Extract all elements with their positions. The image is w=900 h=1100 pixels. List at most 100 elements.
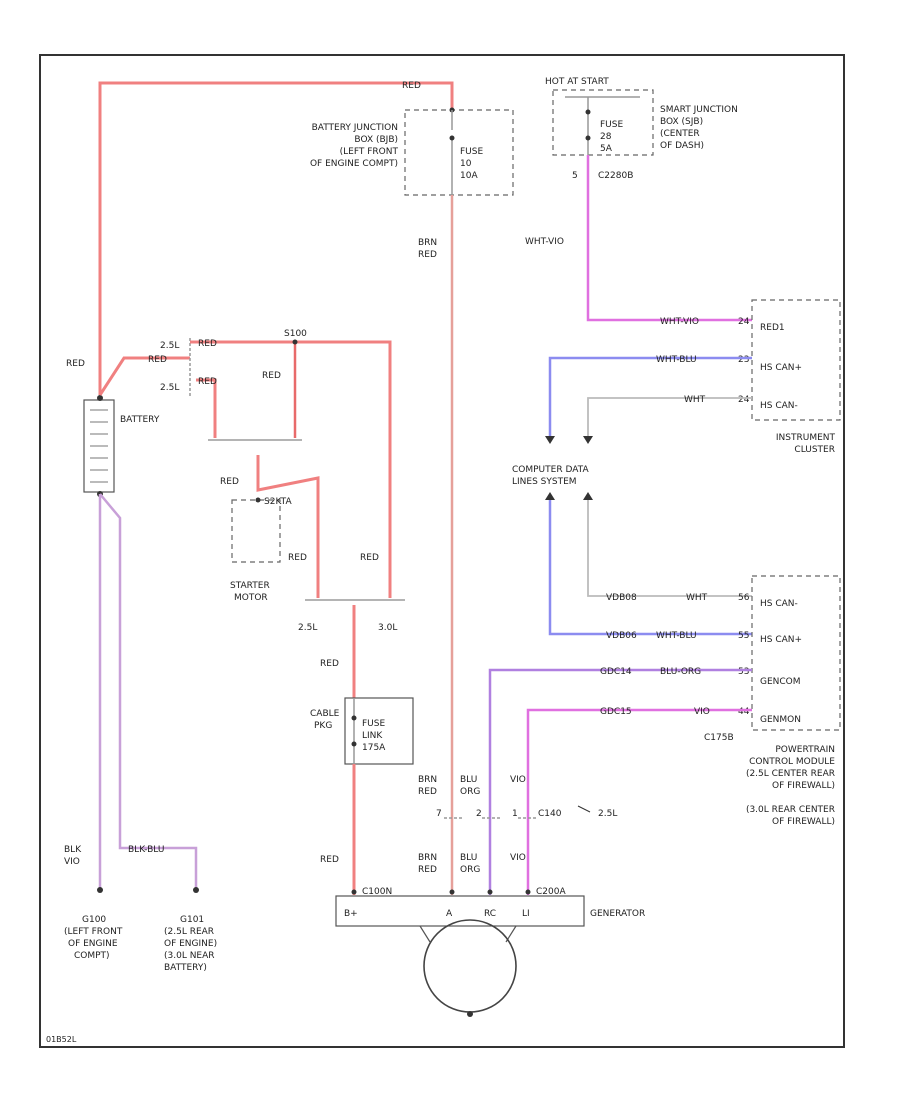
sjb-name-line-1: SMART JUNCTION xyxy=(660,105,738,115)
sjb-connector: C2280B xyxy=(598,171,633,181)
bjb-name-line-1: BATTERY JUNCTION xyxy=(312,123,398,133)
g100-line-3: OF ENGINE xyxy=(68,939,118,949)
g100-line-4: COMPT) xyxy=(74,951,110,961)
g100-ground-icon xyxy=(97,887,103,893)
c140-pin-1: 7 xyxy=(436,809,442,819)
cluster-name-line-2: CLUSTER xyxy=(794,445,835,455)
data-lines-arrow-icons-lower xyxy=(545,492,593,500)
pcm-wht-label: WHT xyxy=(686,593,708,603)
gencom-wire xyxy=(488,668,752,895)
pcm-circuit-1: VDB08 xyxy=(606,593,637,603)
pcm-pin-2: 55 xyxy=(738,631,749,641)
pcm-blu-org-label: BLU-ORG xyxy=(660,667,701,677)
starter-name-2: MOTOR xyxy=(234,593,268,603)
g101-line-3: OF ENGINE) xyxy=(164,939,217,949)
generator-symbol xyxy=(423,919,517,1013)
pcm-name-line-2: CONTROL MODULE xyxy=(749,757,835,767)
fuse-link-terminal-2 xyxy=(351,741,357,747)
g101-line-1: G101 xyxy=(180,915,204,925)
battery-to-starter-wire xyxy=(98,356,190,396)
pcm-name-line-1: POWERTRAIN xyxy=(775,745,835,755)
c140-pin-3: 1 xyxy=(512,809,518,819)
fuse-link-terminal-1 xyxy=(351,715,357,721)
pcm-circuit-3: GDC14 xyxy=(600,667,632,677)
cable-pkg-box xyxy=(344,697,414,765)
gen-connector-2: C200A xyxy=(536,887,566,897)
smart-junction-box xyxy=(552,89,654,156)
pcm-box xyxy=(751,575,841,731)
pcm-hs-can-plus-wire xyxy=(548,500,752,636)
c140-red-label: RED xyxy=(418,787,437,797)
sjb-terminal-bottom xyxy=(585,135,591,141)
generator-ground-dot xyxy=(467,1011,473,1017)
pcm-pin-1: 56 xyxy=(738,593,750,603)
wire-red-a: RED xyxy=(198,339,217,349)
gen-terminal-rc xyxy=(487,889,493,895)
c140-blu-label: BLU xyxy=(460,775,477,785)
wire-red-g: RED xyxy=(320,659,339,669)
red-to-starter-wire xyxy=(256,455,320,598)
pcm-pin-4: 44 xyxy=(738,707,750,717)
starter-terminal xyxy=(255,497,261,503)
fuse-link-line-3: 175A xyxy=(362,743,386,753)
cluster-pin-1: 24 xyxy=(738,317,750,327)
gen-blu-label: BLU xyxy=(460,853,477,863)
sjb-fuse-number: 28 xyxy=(600,132,612,142)
pcm-circuit-4: GDC15 xyxy=(600,707,632,717)
pcm-connector: C175B xyxy=(704,733,734,743)
engine-25l-label-1: 2.5L xyxy=(160,341,179,351)
g101-ground-icon xyxy=(193,887,199,893)
pcm-wht-blu-label: WHT-BLU xyxy=(656,631,697,641)
gen-vio-label: VIO xyxy=(510,853,526,863)
cluster-hs-can-plus-wire xyxy=(548,356,752,440)
generator-housing xyxy=(419,925,517,943)
gen-term-a: A xyxy=(446,909,453,919)
pcm-circuit-2: VDB06 xyxy=(606,631,637,641)
wire-red-f: RED xyxy=(360,553,379,563)
pcm-pin-name-4: GENMON xyxy=(760,715,801,725)
cluster-pin-name-2: HS CAN+ xyxy=(760,363,802,373)
genmon-wire xyxy=(526,708,752,895)
battery-positive-terminal xyxy=(97,395,103,401)
sjb-name-line-3: (CENTER xyxy=(660,129,700,139)
fuse-link-line-2: LINK xyxy=(362,731,383,741)
pcm-name-line-3: (2.5L CENTER REAR xyxy=(746,769,835,779)
sjb-fuse-label: FUSE xyxy=(600,120,623,130)
gen-brn-label: BRN xyxy=(418,853,437,863)
sjb-to-cluster-wire xyxy=(586,155,752,322)
gen-red-label: RED xyxy=(418,865,437,875)
gen-terminal-li xyxy=(525,889,531,895)
pcm-pin-name-3: GENCOM xyxy=(760,677,801,687)
bjb-name-line-4: OF ENGINE COMPT) xyxy=(310,159,398,169)
cluster-hs-can-minus-wire xyxy=(587,397,752,440)
engine-25l-label-2: 2.5L xyxy=(160,383,179,393)
wire-red-label: RED xyxy=(418,250,437,260)
starter-name-1: STARTER xyxy=(230,581,270,591)
splice-top-dot xyxy=(292,339,298,345)
sjb-terminal-top xyxy=(585,109,591,115)
sjb-name-line-4: OF DASH) xyxy=(660,141,704,151)
pcm-name-line-6: OF FIREWALL) xyxy=(772,817,835,827)
cluster-wht-label: WHT xyxy=(684,395,706,405)
hot-at-start-label: HOT AT START xyxy=(545,77,609,87)
computer-data-lines-line-2: LINES SYSTEM xyxy=(512,477,577,487)
split-30l: 3.0L xyxy=(378,623,397,633)
pcm-name-line-4: OF FIREWALL) xyxy=(772,781,835,791)
c140-vio-label: VIO xyxy=(510,775,526,785)
instrument-cluster-box xyxy=(751,299,841,421)
fuse-link-line-1: FUSE xyxy=(362,719,385,729)
diagram-frame xyxy=(39,54,845,1048)
gen-terminal-a xyxy=(449,889,455,895)
c140-org-label: ORG xyxy=(460,787,480,797)
cluster-pin-2: 23 xyxy=(738,355,749,365)
g100-line-2: (LEFT FRONT xyxy=(64,927,123,937)
g101-line-5: BATTERY) xyxy=(164,963,207,973)
battery-to-bjb-wire xyxy=(98,81,454,395)
ground-vio-label: VIO xyxy=(64,857,80,867)
splice-top-label: S100 xyxy=(284,329,307,339)
cluster-wht-vio-label: WHT-VIO xyxy=(660,317,699,327)
wire-wht-vio-label: WHT-VIO xyxy=(525,237,564,247)
sjb-name-line-2: BOX (SJB) xyxy=(660,117,703,127)
c140-connector-label: C140 xyxy=(538,809,562,819)
gen-term-b-plus: B+ xyxy=(344,909,358,919)
